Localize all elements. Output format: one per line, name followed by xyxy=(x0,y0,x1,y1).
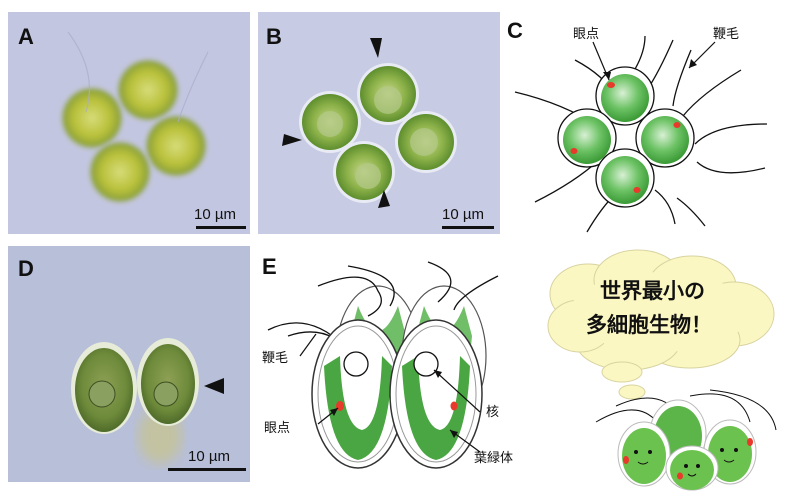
label-flagellum: 鞭毛 xyxy=(262,351,288,366)
thought-bubble-cartoon: 世界最小の 多細胞生物！ xyxy=(547,249,777,491)
label-flagellum: 鞭毛 xyxy=(713,27,739,42)
scale-bar xyxy=(168,468,246,471)
bubble-line-2: 多細胞生物！ xyxy=(586,313,712,337)
label-nucleus: 核 xyxy=(486,405,499,420)
panel-label: A xyxy=(18,24,34,49)
arrowhead-marker xyxy=(282,134,302,146)
panel-label: B xyxy=(266,24,282,49)
cell xyxy=(595,148,655,208)
label-eyespot: 眼点 xyxy=(264,421,290,436)
cartoon-cell xyxy=(617,421,671,487)
cartoon-cell xyxy=(703,419,757,485)
panel-label: E xyxy=(262,254,277,279)
cell xyxy=(71,342,137,434)
scale-bar-label: 10 µm xyxy=(188,448,230,465)
label-chloroplast: 葉緑体 xyxy=(474,451,513,466)
cell xyxy=(115,57,181,123)
label-eyespot: 眼点 xyxy=(573,27,599,42)
cell xyxy=(389,319,483,469)
panel-e-diagram: 鞭毛 眼点 核 葉緑体 E xyxy=(258,246,538,486)
eyespot xyxy=(633,187,641,193)
cell xyxy=(299,91,361,153)
scale-bar xyxy=(442,226,494,229)
cell xyxy=(333,141,395,203)
cell-structure-diagram: 鞭毛 眼点 核 葉緑体 xyxy=(262,261,513,469)
arrowhead-marker xyxy=(204,378,224,394)
cell xyxy=(137,338,199,426)
cell xyxy=(87,139,153,205)
arrowhead-marker xyxy=(378,190,390,208)
scale-bar-label: 10 µm xyxy=(442,206,484,223)
thought-bubble xyxy=(547,249,775,371)
eyespot xyxy=(450,401,458,411)
cell xyxy=(595,66,655,126)
panel-b-micrograph: B 10 µm xyxy=(258,12,500,234)
scale-bar-label: 10 µm xyxy=(194,206,236,223)
cell xyxy=(311,319,405,469)
panel-label: C xyxy=(507,18,523,43)
panel-a-cells xyxy=(59,31,209,205)
panel-c-diagram: 眼点 鞭毛 C xyxy=(505,12,795,237)
cell xyxy=(395,111,457,173)
bubble-line-1: 世界最小の xyxy=(600,279,705,303)
panel-d-cells xyxy=(71,338,224,464)
cartoon-cell xyxy=(665,445,719,491)
eyespot xyxy=(607,82,615,88)
arrowhead-marker xyxy=(370,38,382,58)
eyespot xyxy=(570,148,578,154)
cell xyxy=(635,108,695,168)
panel-d-micrograph: D 10 µm xyxy=(8,246,250,482)
panel-label: D xyxy=(18,256,34,281)
cell xyxy=(557,108,617,168)
scale-bar xyxy=(196,226,246,229)
cell xyxy=(59,85,125,151)
cell xyxy=(357,63,419,125)
cell xyxy=(143,113,209,179)
cartoon-area: 世界最小の 多細胞生物！ xyxy=(540,246,796,492)
panel-b-cells xyxy=(282,38,457,208)
colony-diagram: 眼点 鞭毛 xyxy=(514,27,768,233)
eyespot xyxy=(673,122,681,128)
panel-a-micrograph: A 10 µm xyxy=(8,12,250,234)
